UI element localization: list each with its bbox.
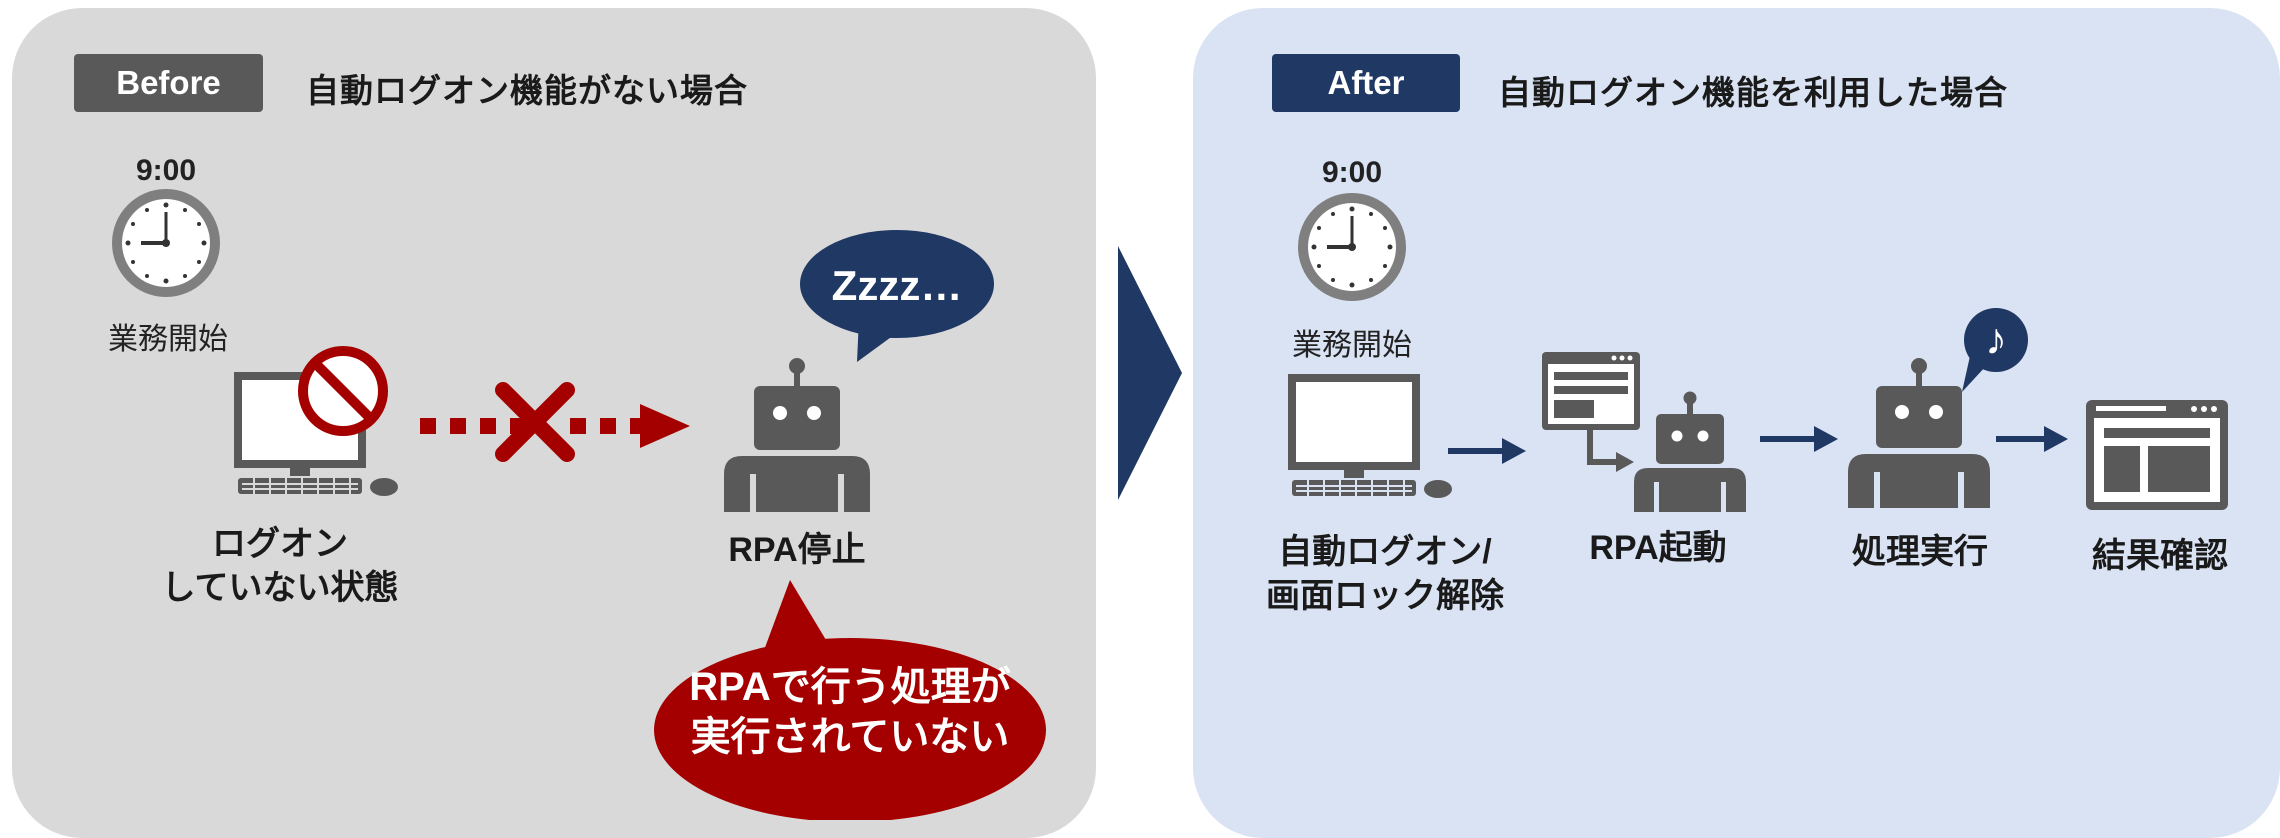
after-step2-label: RPA起動 [1589, 529, 1727, 567]
sleep-speech-bubble [800, 230, 994, 362]
blocked-arrow [420, 404, 690, 448]
after-time: 9:00 [1321, 156, 1383, 189]
flow-arrow-icon [1760, 426, 1838, 452]
music-bubble [1962, 308, 2028, 392]
cross-mark-icon [495, 382, 575, 462]
transition-arrow-icon [1118, 246, 1182, 500]
flow-arrow-icon [1996, 426, 2068, 452]
flow-arrow-icon [1448, 438, 1526, 464]
after-step1-line2: 画面ロック解除 [1266, 577, 1504, 615]
prohibited-icon [298, 346, 388, 436]
robot-stopped-icon [724, 358, 870, 512]
after-tag: After [1272, 54, 1460, 112]
computer-icon [1288, 374, 1452, 498]
before-time: 9:00 [135, 154, 197, 187]
window-launch-icon [1542, 352, 1640, 472]
music-note-icon: ♪ [1985, 315, 2007, 364]
after-step1-line1: 自動ログオン/ [1278, 533, 1492, 571]
clock-icon [1298, 193, 1406, 301]
after-title: 自動ログオン機能を利用した場合 [1498, 74, 2008, 111]
before-time-caption: 業務開始 [108, 323, 228, 356]
after-time-caption: 業務開始 [1292, 329, 1412, 362]
warning-text-line1: RPAで行う処理が [689, 665, 1011, 709]
warning-text: RPAで行う処理が 実行されていない [660, 662, 1040, 762]
before-pc-label-line1: ログオン [212, 525, 348, 563]
sleep-text: Zzzz… [831, 262, 963, 309]
before-pc-label-line2: していない状態 [161, 569, 399, 607]
result-window-icon [2086, 400, 2228, 510]
warning-speech-bubble [654, 580, 1046, 820]
after-step4-label: 結果確認 [2092, 537, 2228, 575]
warning-text-line2: 実行されていない [690, 715, 1010, 759]
before-pc-label: ログオン していない状態 [130, 522, 430, 610]
before-robot-label: RPA停止 [728, 531, 866, 569]
before-title: 自動ログオン機能がない場合 [306, 72, 748, 109]
before-tag: Before [74, 54, 263, 112]
after-step3-label: 処理実行 [1852, 533, 1988, 571]
robot-running-icon [1848, 358, 1990, 508]
robot-icon [1634, 391, 1746, 512]
after-step1-label: 自動ログオン/ 画面ロック解除 [1250, 530, 1520, 618]
clock-icon [112, 189, 220, 297]
